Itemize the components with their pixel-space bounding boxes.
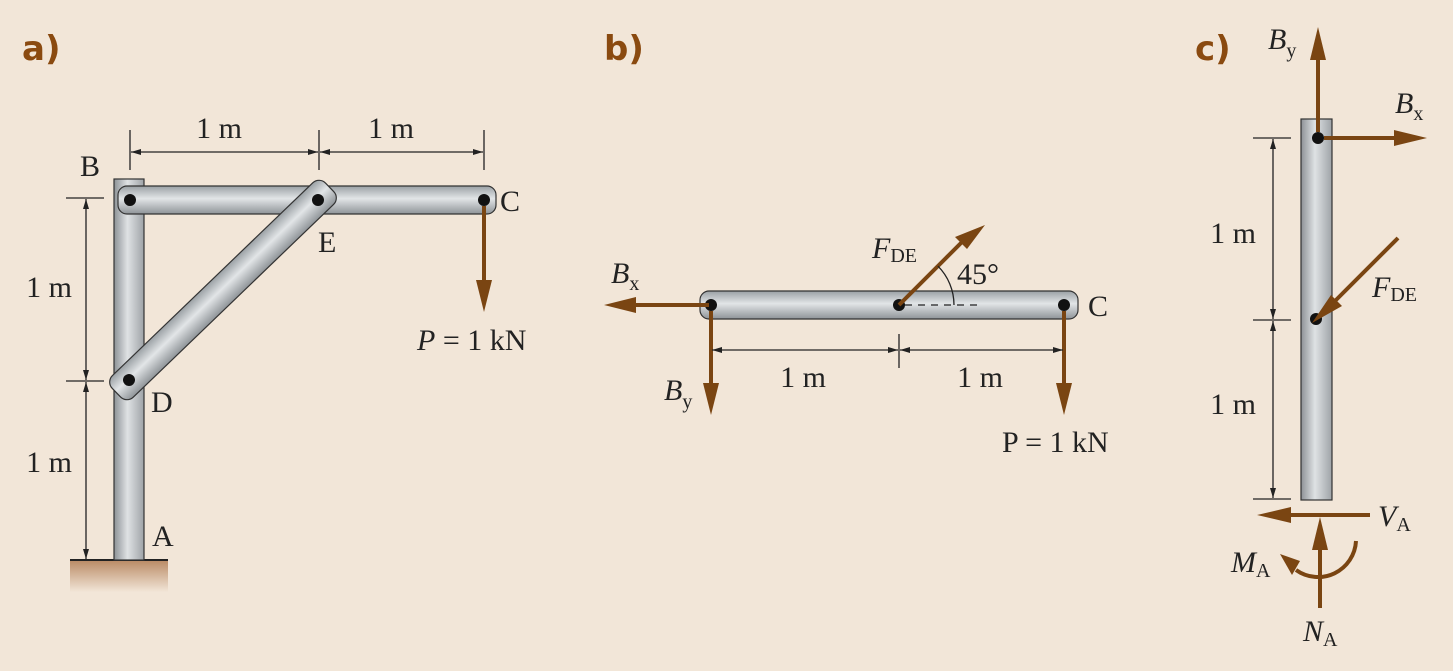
- pin-b: [705, 299, 717, 311]
- ground-support: [70, 560, 168, 592]
- force-va-arrowhead: [1257, 507, 1291, 523]
- panel-a-label: a): [22, 29, 60, 69]
- moment-ma-arrowhead: [1280, 554, 1300, 575]
- dim-lower: 1 m: [1210, 388, 1256, 421]
- dim-left: 1 m: [780, 361, 826, 394]
- pin-c: [478, 194, 490, 206]
- label-point-a: A: [152, 520, 174, 553]
- label-point-b: B: [80, 150, 100, 183]
- dim-top-right: 1 m: [368, 112, 414, 145]
- moment-ma-label: MA: [1230, 546, 1271, 582]
- load-p-label: P = 1 kN: [1002, 426, 1109, 459]
- pin-d: [123, 374, 135, 386]
- force-va-label: VA: [1378, 500, 1411, 536]
- force-by-arrowhead: [703, 383, 719, 415]
- moment-ma-arc: [1294, 540, 1358, 580]
- force-fde-arrow: [897, 240, 964, 307]
- angle-label: 45°: [957, 258, 999, 291]
- dim-left-lower: 1 m: [26, 446, 72, 479]
- panel-a: a) B C E D A 1 m 1 m: [22, 29, 526, 592]
- force-bx-arrowhead: [1394, 130, 1427, 146]
- label-point-d: D: [151, 386, 173, 419]
- label-point-c: C: [1088, 290, 1108, 323]
- dim-upper: 1 m: [1210, 217, 1256, 250]
- panel-b-label: b): [604, 29, 644, 69]
- angle-arc: [937, 265, 955, 306]
- force-fde-arrowhead: [955, 225, 985, 249]
- load-p-arrowhead: [1056, 383, 1072, 415]
- force-by-label: By: [1268, 23, 1296, 62]
- panel-b: b) C Bx By 45° FDE P = 1 kN 1 m 1 m: [604, 29, 1109, 459]
- label-point-e: E: [318, 226, 336, 259]
- force-fde-label: FDE: [871, 232, 917, 267]
- force-fde-label: FDE: [1371, 271, 1417, 306]
- force-na-arrowhead: [1312, 517, 1328, 550]
- force-fde-arrow: [1333, 236, 1400, 303]
- force-fde-arrowhead: [1312, 295, 1342, 323]
- panel-c: c) By Bx FDE 1 m 1 m VA NA: [1195, 23, 1427, 651]
- strut-de: [109, 179, 337, 401]
- pin-e: [312, 194, 324, 206]
- dim-right: 1 m: [957, 361, 1003, 394]
- pin-b: [124, 194, 136, 206]
- label-point-c: C: [500, 185, 520, 218]
- load-p-arrowhead: [476, 280, 492, 312]
- pin-c: [1058, 299, 1070, 311]
- dim-top-left: 1 m: [196, 112, 242, 145]
- load-p-label: P = 1 kN: [416, 324, 526, 357]
- panel-c-label: c): [1195, 29, 1231, 69]
- force-by-arrowhead: [1310, 27, 1326, 60]
- force-bx-arrowhead: [604, 297, 636, 313]
- dim-left-upper: 1 m: [26, 271, 72, 304]
- pin-b: [1312, 132, 1324, 144]
- force-bx-label: Bx: [611, 257, 639, 295]
- force-by-label: By: [664, 374, 692, 413]
- force-na-label: NA: [1302, 615, 1338, 651]
- force-bx-label: Bx: [1395, 87, 1423, 125]
- beam-bc-fbd: [699, 290, 1079, 320]
